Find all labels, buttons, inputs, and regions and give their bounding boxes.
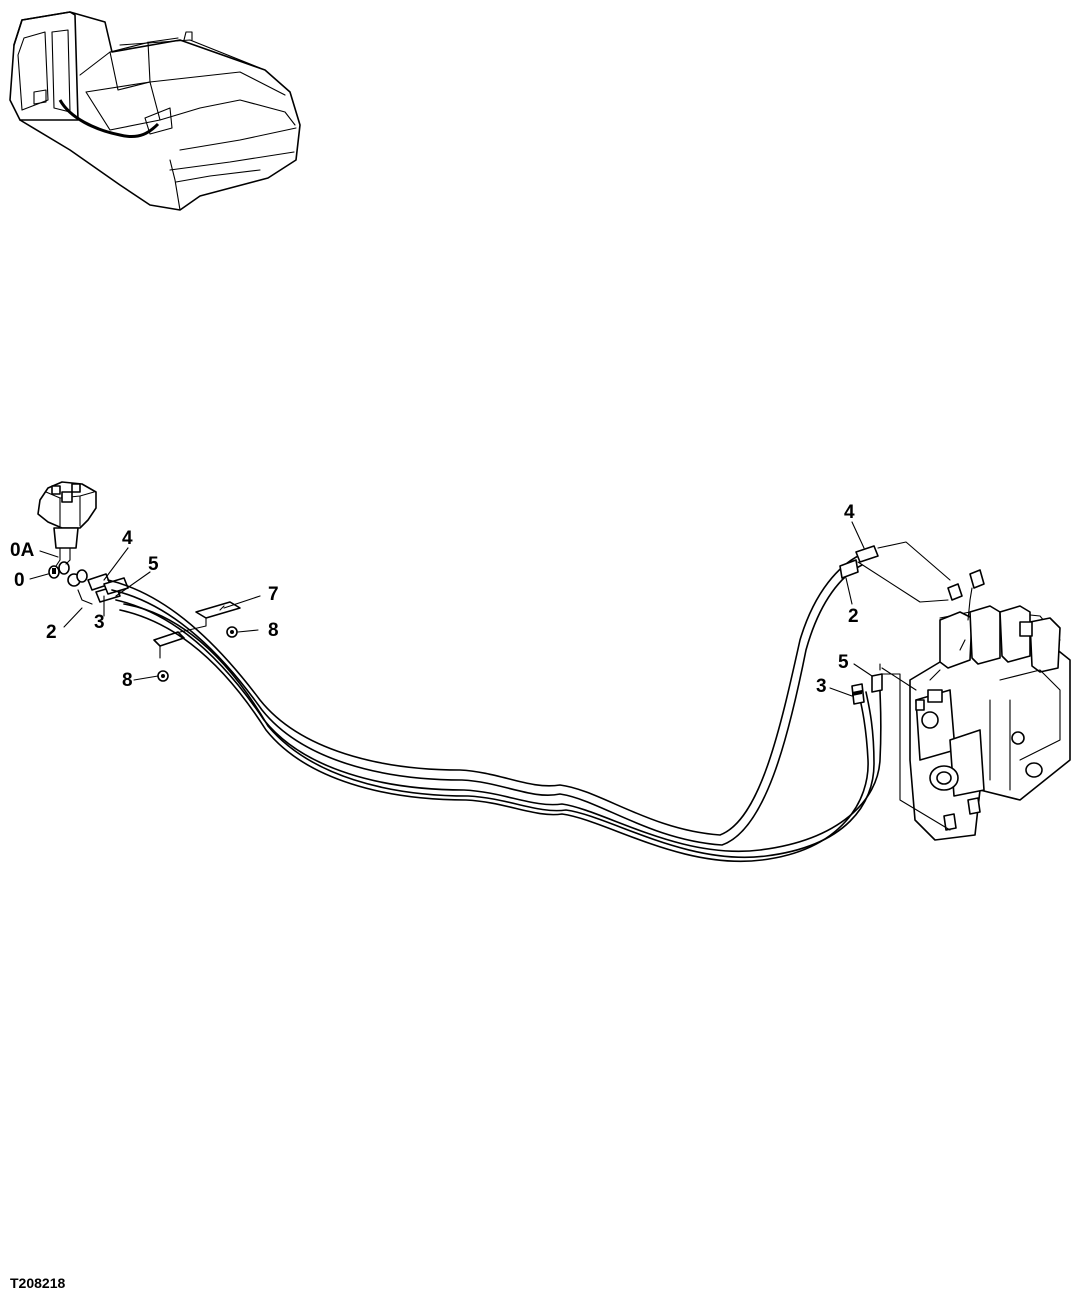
callout-leaders xyxy=(29,521,873,697)
connection-leader-lines xyxy=(857,541,973,831)
callout-0: 0 xyxy=(14,570,25,591)
callout-labels: 0A 0 2 3 4 5 7 8 8 4 2 5 3 xyxy=(10,502,859,697)
callout-8-upper: 8 xyxy=(268,620,279,641)
callout-2-right: 2 xyxy=(848,606,859,627)
callout-3-left: 3 xyxy=(94,612,105,633)
pilot-valve-left xyxy=(37,481,129,605)
callout-7: 7 xyxy=(268,584,279,605)
callout-5-left: 5 xyxy=(148,554,159,575)
callout-4-right: 4 xyxy=(844,502,855,523)
bolt-icon xyxy=(226,626,238,638)
bolt-icon xyxy=(157,670,169,682)
callout-0a: 0A xyxy=(10,540,35,561)
control-valve xyxy=(909,569,1071,841)
callout-5-right: 5 xyxy=(838,652,849,673)
callout-8-lower: 8 xyxy=(122,670,133,691)
callout-4-left: 4 xyxy=(122,528,133,549)
pilot-hose-bundle xyxy=(107,554,882,863)
excavator-locator-view xyxy=(9,11,301,211)
hose-end-fittings-right xyxy=(839,545,883,705)
callout-2-left: 2 xyxy=(46,622,57,643)
figure-reference-code: T208218 xyxy=(10,1275,65,1291)
callout-3-right: 3 xyxy=(816,676,827,697)
